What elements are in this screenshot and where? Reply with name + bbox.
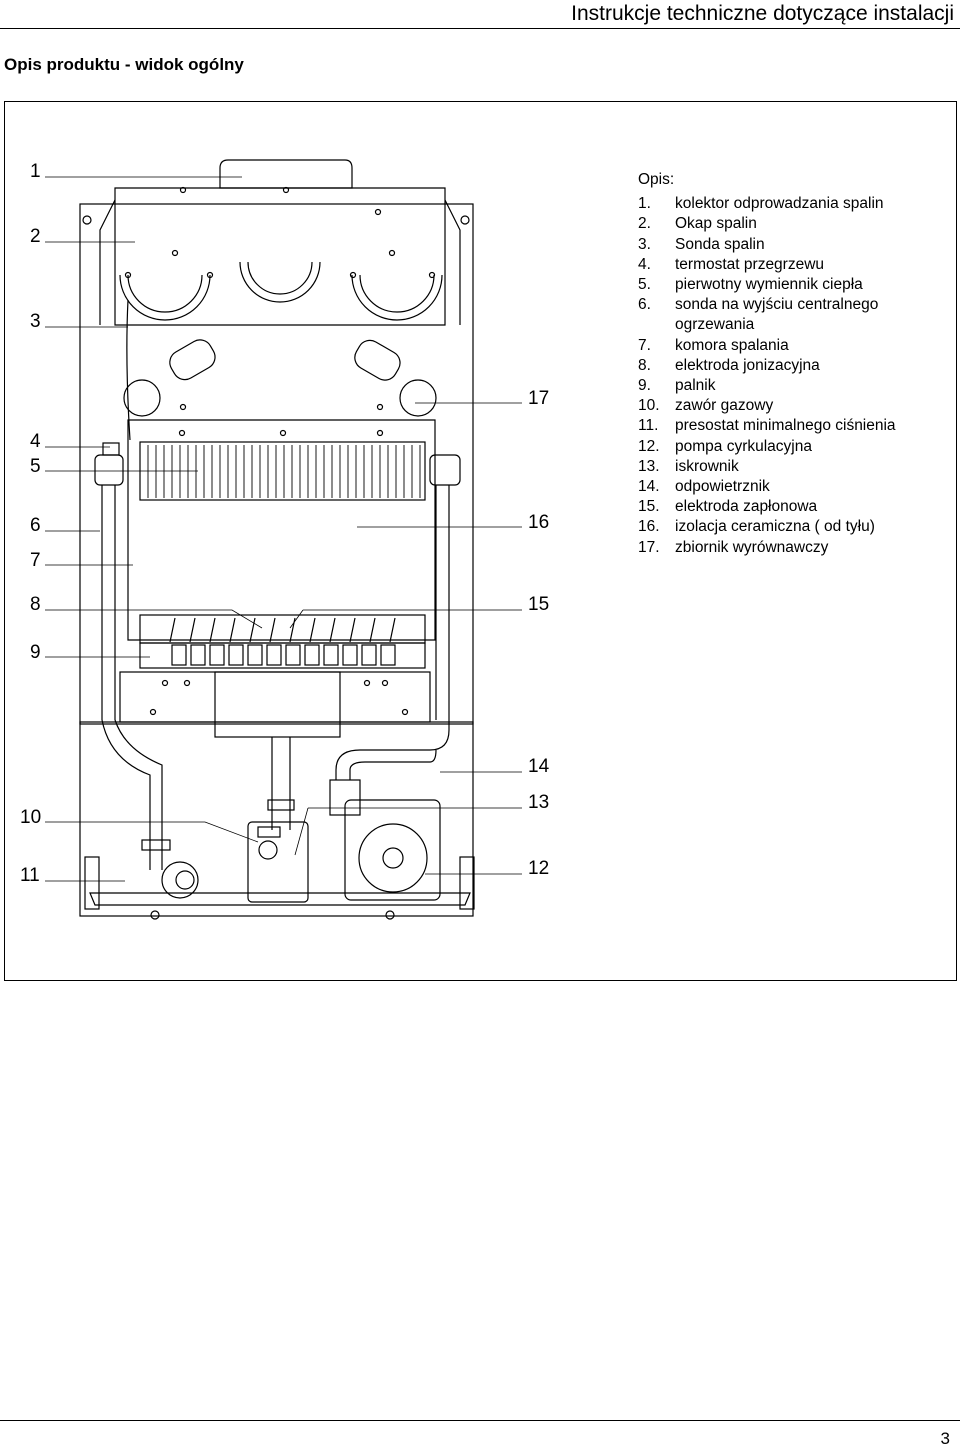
legend-item-text: pierwotny wymiennik ciepła (675, 276, 863, 294)
control-panel (119, 671, 431, 723)
legend-item: 4. termostat przegrzewu (638, 255, 948, 275)
legend-heading: Opis: (638, 171, 675, 188)
callout-16: 16 (528, 512, 550, 533)
callout-3: 3 (30, 311, 41, 332)
legend-item: 11. presostat minimalnego ciśnienia (638, 416, 948, 436)
legend-item-text: termostat przegrzewu (675, 255, 825, 273)
legend-item: 5. pierwotny wymiennik ciepła (638, 275, 948, 295)
callout-13: 13 (528, 792, 550, 813)
pressure-switch (161, 861, 199, 899)
legend-item-number: 7. (638, 336, 651, 354)
heat-exchanger-fins (147, 445, 421, 498)
footer-rule (0, 1420, 960, 1421)
legend-item: 2. Okap spalin (638, 214, 948, 234)
callout-9: 9 (30, 642, 41, 663)
circulation-pump (344, 799, 441, 901)
legend-item-number: 10. (638, 397, 660, 415)
callout-17: 17 (528, 388, 550, 409)
legend-item-number: 2. (638, 215, 651, 233)
gas-valve (247, 821, 309, 903)
callout-8: 8 (30, 594, 41, 615)
legend-item: 1. kolektor odprowadzania spalin (638, 194, 948, 214)
flue-collector (219, 159, 353, 189)
callout-6: 6 (30, 515, 41, 536)
callout-4: 4 (30, 431, 41, 452)
legend-item-text: komora spalania (675, 336, 789, 354)
leader-lines-right (289, 402, 522, 875)
section-title: Opis produktu - widok ogólny (4, 55, 244, 74)
legend-item: 9. palnik (638, 376, 948, 396)
callout-12: 12 (528, 858, 550, 879)
boiler-lower-casing (79, 721, 474, 917)
legend-item-number: 5. (638, 276, 651, 294)
legend-item: 6. sonda na wyjściu centralnego ogrzewani… (638, 295, 948, 335)
legend-item-number: 13. (638, 457, 660, 475)
boiler-diagram (45, 159, 522, 920)
callout-14: 14 (528, 756, 550, 777)
legend-item-number: 16. (638, 518, 660, 536)
legend-item-text: sonda na wyjściu centralnego ogrzewania (675, 296, 879, 334)
legend-item-number: 3. (638, 235, 651, 253)
legend-item: 10. zawór gazowy (638, 396, 948, 416)
legend-item-number: 12. (638, 437, 660, 455)
burner-nozzles (169, 617, 396, 643)
legend-item-number: 14. (638, 478, 660, 496)
burner (139, 614, 426, 644)
legend-item: 16. izolacja ceramiczna ( od tyłu) (638, 517, 948, 537)
legend-item: 3. Sonda spalin (638, 235, 948, 255)
legend-item: 7. komora spalania (638, 336, 948, 356)
legend-item-text: zbiornik wyrównawczy (675, 538, 829, 556)
legend-item-text: Sonda spalin (675, 235, 765, 253)
legend-item-text: izolacja ceramiczna ( od tyłu) (675, 518, 875, 536)
legend-item-number: 1. (638, 195, 651, 213)
callout-7: 7 (30, 550, 41, 571)
flue-hood (114, 187, 446, 326)
page-number: 3 (940, 1429, 950, 1448)
legend-item: 8. elektroda jonizacyjna (638, 356, 948, 376)
legend-item-text: palnik (675, 377, 716, 395)
legend-item-number: 17. (638, 538, 660, 556)
legend: Opis: 1. kolektor odprowadzania spalin 2.… (638, 170, 948, 558)
header-rule (0, 28, 960, 29)
combustion-chamber (127, 419, 436, 641)
legend-item-number: 9. (638, 377, 651, 395)
legend-item-text: elektroda jonizacyjna (675, 356, 820, 374)
legend-item: 14. odpowietrznik (638, 477, 948, 497)
callout-11: 11 (20, 865, 40, 886)
legend-item-text: zawór gazowy (675, 397, 774, 415)
burner-ramp (139, 642, 426, 669)
legend-item-number: 4. (638, 255, 651, 273)
figure-frame (4, 101, 957, 981)
legend-item-text: elektroda zapłonowa (675, 498, 818, 516)
legend-item-number: 8. (638, 356, 651, 374)
callout-2: 2 (30, 226, 41, 247)
boiler-casing (79, 203, 474, 725)
legend-item: 17. zbiornik wyrównawczy (638, 538, 948, 558)
legend-item-number: 6. (638, 296, 651, 314)
leader-lines-left (45, 176, 263, 882)
legend-item-text: Okap spalin (675, 215, 757, 233)
callout-5: 5 (30, 456, 41, 477)
legend-item-number: 11. (638, 417, 659, 435)
legend-item-number: 15. (638, 498, 660, 516)
legend-item: 15. elektroda zapłonowa (638, 497, 948, 517)
legend-item-text: presostat minimalnego ciśnienia (675, 417, 896, 435)
legend-item: 12. pompa cyrkulacyjna (638, 437, 948, 457)
legend-item-text: kolektor odprowadzania spalin (675, 195, 884, 213)
legend-item-text: odpowietrznik (675, 478, 770, 496)
legend-item-text: iskrownik (675, 457, 739, 475)
page-header-title: Instrukcje techniczne dotyczące instalac… (571, 2, 954, 25)
callout-1: 1 (30, 161, 41, 182)
callout-15: 15 (528, 594, 550, 615)
legend-item-text: pompa cyrkulacyjna (675, 437, 812, 455)
callout-10: 10 (20, 807, 42, 828)
legend-item: 13. iskrownik (638, 457, 948, 477)
